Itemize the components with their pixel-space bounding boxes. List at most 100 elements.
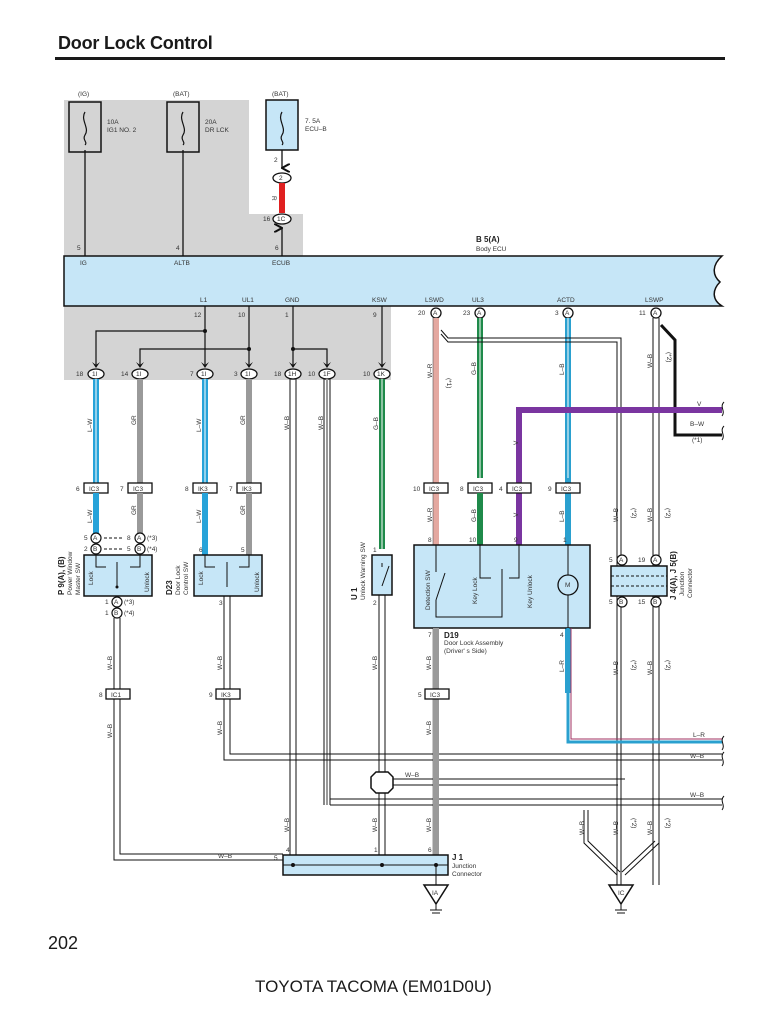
svg-text:G–B: G–B [373, 417, 380, 430]
svg-text:IK3: IK3 [242, 486, 252, 493]
svg-text:Control SW: Control SW [183, 561, 190, 595]
svg-text:2: 2 [84, 546, 88, 553]
svg-text:J 4(A), J 5(B): J 4(A), J 5(B) [669, 551, 678, 600]
svg-text:G–B: G–B [471, 362, 478, 375]
svg-text:4: 4 [176, 245, 180, 252]
svg-text:16: 16 [263, 216, 271, 223]
svg-text:L–B: L–B [559, 510, 566, 522]
svg-text:3: 3 [234, 371, 238, 378]
svg-text:G–B: G–B [471, 509, 478, 522]
svg-text:W–B: W–B [372, 656, 379, 670]
svg-text:Master SW: Master SW [75, 562, 82, 595]
svg-text:1: 1 [285, 312, 289, 319]
svg-text:W–B: W–B [426, 721, 433, 735]
svg-text:7: 7 [120, 486, 124, 493]
svg-text:A: A [114, 599, 119, 606]
svg-text:A: A [653, 557, 658, 564]
svg-text:W–B: W–B [284, 818, 291, 832]
svg-text:14: 14 [121, 371, 129, 378]
svg-text:10: 10 [413, 486, 421, 493]
svg-text:IC3: IC3 [512, 486, 523, 493]
splice-point [370, 771, 394, 794]
fuse-dr-lck: (BAT) 20A DR LCK [166, 91, 230, 153]
svg-text:10: 10 [363, 371, 371, 378]
svg-text:5: 5 [609, 557, 613, 564]
svg-text:Lock: Lock [198, 571, 205, 585]
fuse-icon [279, 111, 285, 146]
svg-text:9: 9 [548, 486, 552, 493]
svg-text:(Driver' s Side): (Driver' s Side) [444, 648, 487, 655]
svg-text:W–R: W–R [427, 363, 434, 378]
svg-text:Junction: Junction [452, 863, 477, 870]
svg-text:6: 6 [76, 486, 80, 493]
svg-text:B: B [619, 599, 623, 606]
svg-text:W–B: W–B [284, 416, 291, 430]
svg-text:7: 7 [229, 486, 233, 493]
svg-text:(BAT): (BAT) [272, 91, 289, 98]
unlock-warning-sw: 1 2 U 1 Unlock Warning SW [350, 541, 393, 607]
svg-text:Junction: Junction [679, 571, 686, 596]
svg-text:Door Lock: Door Lock [175, 565, 182, 595]
svg-text:(IG): (IG) [78, 91, 89, 98]
svg-text:15: 15 [638, 599, 646, 606]
wire-break-markers [721, 401, 725, 811]
svg-text:W–B: W–B [426, 656, 433, 670]
junction-block-shading [64, 100, 391, 380]
svg-text:5: 5 [274, 855, 278, 862]
svg-text:IA: IA [432, 890, 439, 897]
ground-ia: IA [422, 884, 450, 914]
svg-text:GR: GR [240, 415, 247, 425]
svg-text:Connector: Connector [687, 567, 694, 598]
footer-model: TOYOTA TACOMA (EM01D0U) [255, 977, 492, 996]
svg-text:(*1): (*1) [692, 437, 702, 444]
svg-text:(*2): (*2) [665, 352, 672, 362]
svg-text:1: 1 [105, 599, 109, 606]
svg-text:W–B: W–B [647, 661, 654, 675]
svg-text:W–B: W–B [690, 753, 704, 760]
svg-text:7: 7 [428, 632, 432, 639]
wire-red [279, 183, 285, 213]
svg-text:W–B: W–B [217, 721, 224, 735]
svg-text:A: A [619, 557, 624, 564]
svg-text:Detection SW: Detection SW [425, 569, 432, 610]
svg-text:5: 5 [609, 599, 613, 606]
svg-text:DR LCK: DR LCK [205, 127, 230, 134]
svg-text:IC3: IC3 [430, 692, 441, 699]
svg-text:ALTB: ALTB [174, 260, 190, 267]
svg-text:A: A [653, 310, 658, 317]
svg-text:(*2): (*2) [664, 660, 671, 670]
svg-text:W–B: W–B [613, 661, 620, 675]
svg-text:3: 3 [219, 600, 223, 607]
svg-text:Power Window: Power Window [67, 551, 74, 595]
svg-text:20A: 20A [205, 119, 217, 126]
svg-text:Connector: Connector [452, 871, 483, 878]
svg-text:IC3: IC3 [561, 486, 572, 493]
junction-connector-j4-j5: A A B B 5 19 5 15 J 4(A), J 5(B) Junctio… [609, 551, 694, 608]
inline-connectors-top: 1I 18 1I 14 1I 7 1I 3 1H 18 1F 10 1K 10 [76, 362, 391, 380]
svg-text:L–W: L–W [87, 418, 94, 432]
svg-text:(*3): (*3) [124, 599, 134, 606]
svg-text:2: 2 [274, 157, 278, 164]
svg-text:1I: 1I [245, 371, 251, 378]
svg-text:1H: 1H [288, 371, 297, 378]
svg-text:U 1: U 1 [350, 587, 359, 600]
svg-text:5: 5 [84, 535, 88, 542]
svg-text:W–B: W–B [217, 656, 224, 670]
svg-text:J 1: J 1 [452, 853, 464, 862]
svg-text:B: B [93, 546, 97, 553]
svg-text:LSWD: LSWD [425, 297, 444, 304]
svg-text:(*4): (*4) [147, 546, 157, 553]
svg-text:5: 5 [77, 245, 81, 252]
svg-text:(*4): (*4) [124, 610, 134, 617]
svg-text:ACTD: ACTD [557, 297, 575, 304]
svg-text:GND: GND [285, 297, 300, 304]
svg-text:23: 23 [463, 310, 471, 317]
svg-text:KSW: KSW [372, 297, 388, 304]
svg-text:M: M [565, 582, 570, 589]
svg-text:1I: 1I [136, 371, 142, 378]
svg-text:A: A [477, 310, 482, 317]
svg-text:W–B: W–B [690, 792, 704, 799]
ground-ic: IC [607, 884, 635, 914]
svg-text:1I: 1I [92, 371, 98, 378]
